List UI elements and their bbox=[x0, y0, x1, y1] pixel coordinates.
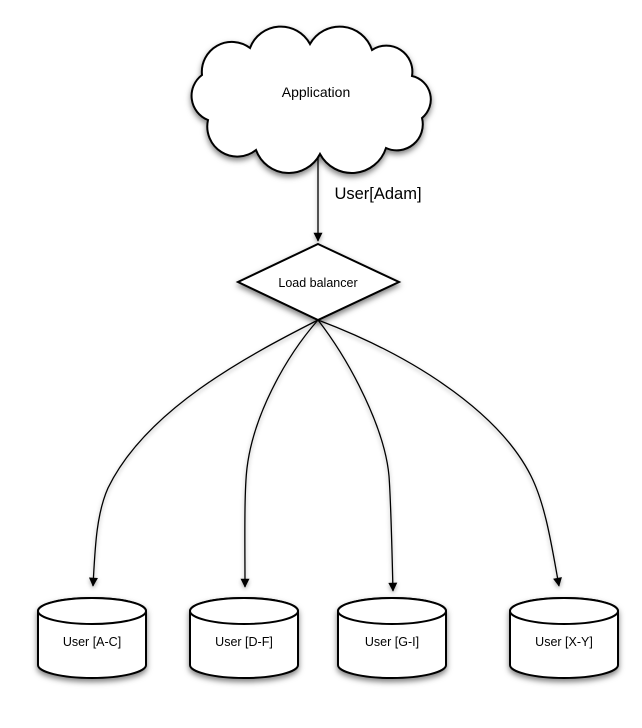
database-cylinder-top bbox=[337, 597, 447, 625]
edge-loadbalancer-to-shard-3 bbox=[317, 319, 398, 592]
edge-loadbalancer-to-shard-1 bbox=[88, 319, 319, 587]
edge-label-request: User[Adam] bbox=[334, 185, 421, 203]
edge-loadbalancer-to-shard-2 bbox=[240, 319, 319, 588]
diamond-icon bbox=[235, 242, 402, 322]
cloud-icon bbox=[190, 25, 432, 174]
application-label: Application bbox=[282, 84, 351, 100]
database-cylinder-top bbox=[189, 597, 299, 625]
shard-label: User [G-I] bbox=[365, 635, 419, 649]
load-balancer-node: Load balancer bbox=[235, 242, 402, 322]
database-shard-3: User [G-I] bbox=[337, 597, 447, 679]
shard-label: User [A-C] bbox=[63, 635, 121, 649]
application-node: Application bbox=[190, 25, 432, 174]
load-balancer-label: Load balancer bbox=[278, 276, 357, 290]
shard-label: User [D-F] bbox=[215, 635, 273, 649]
edge-loadbalancer-to-shard-4 bbox=[317, 319, 562, 587]
shard-label: User [X-Y] bbox=[535, 635, 593, 649]
database-shard-4: User [X-Y] bbox=[509, 597, 619, 679]
database-cylinder-top bbox=[509, 597, 619, 625]
database-shard-1: User [A-C] bbox=[37, 597, 147, 679]
edges-layer bbox=[88, 152, 562, 592]
database-cylinder-top bbox=[37, 597, 147, 625]
database-shard-2: User [D-F] bbox=[189, 597, 299, 679]
